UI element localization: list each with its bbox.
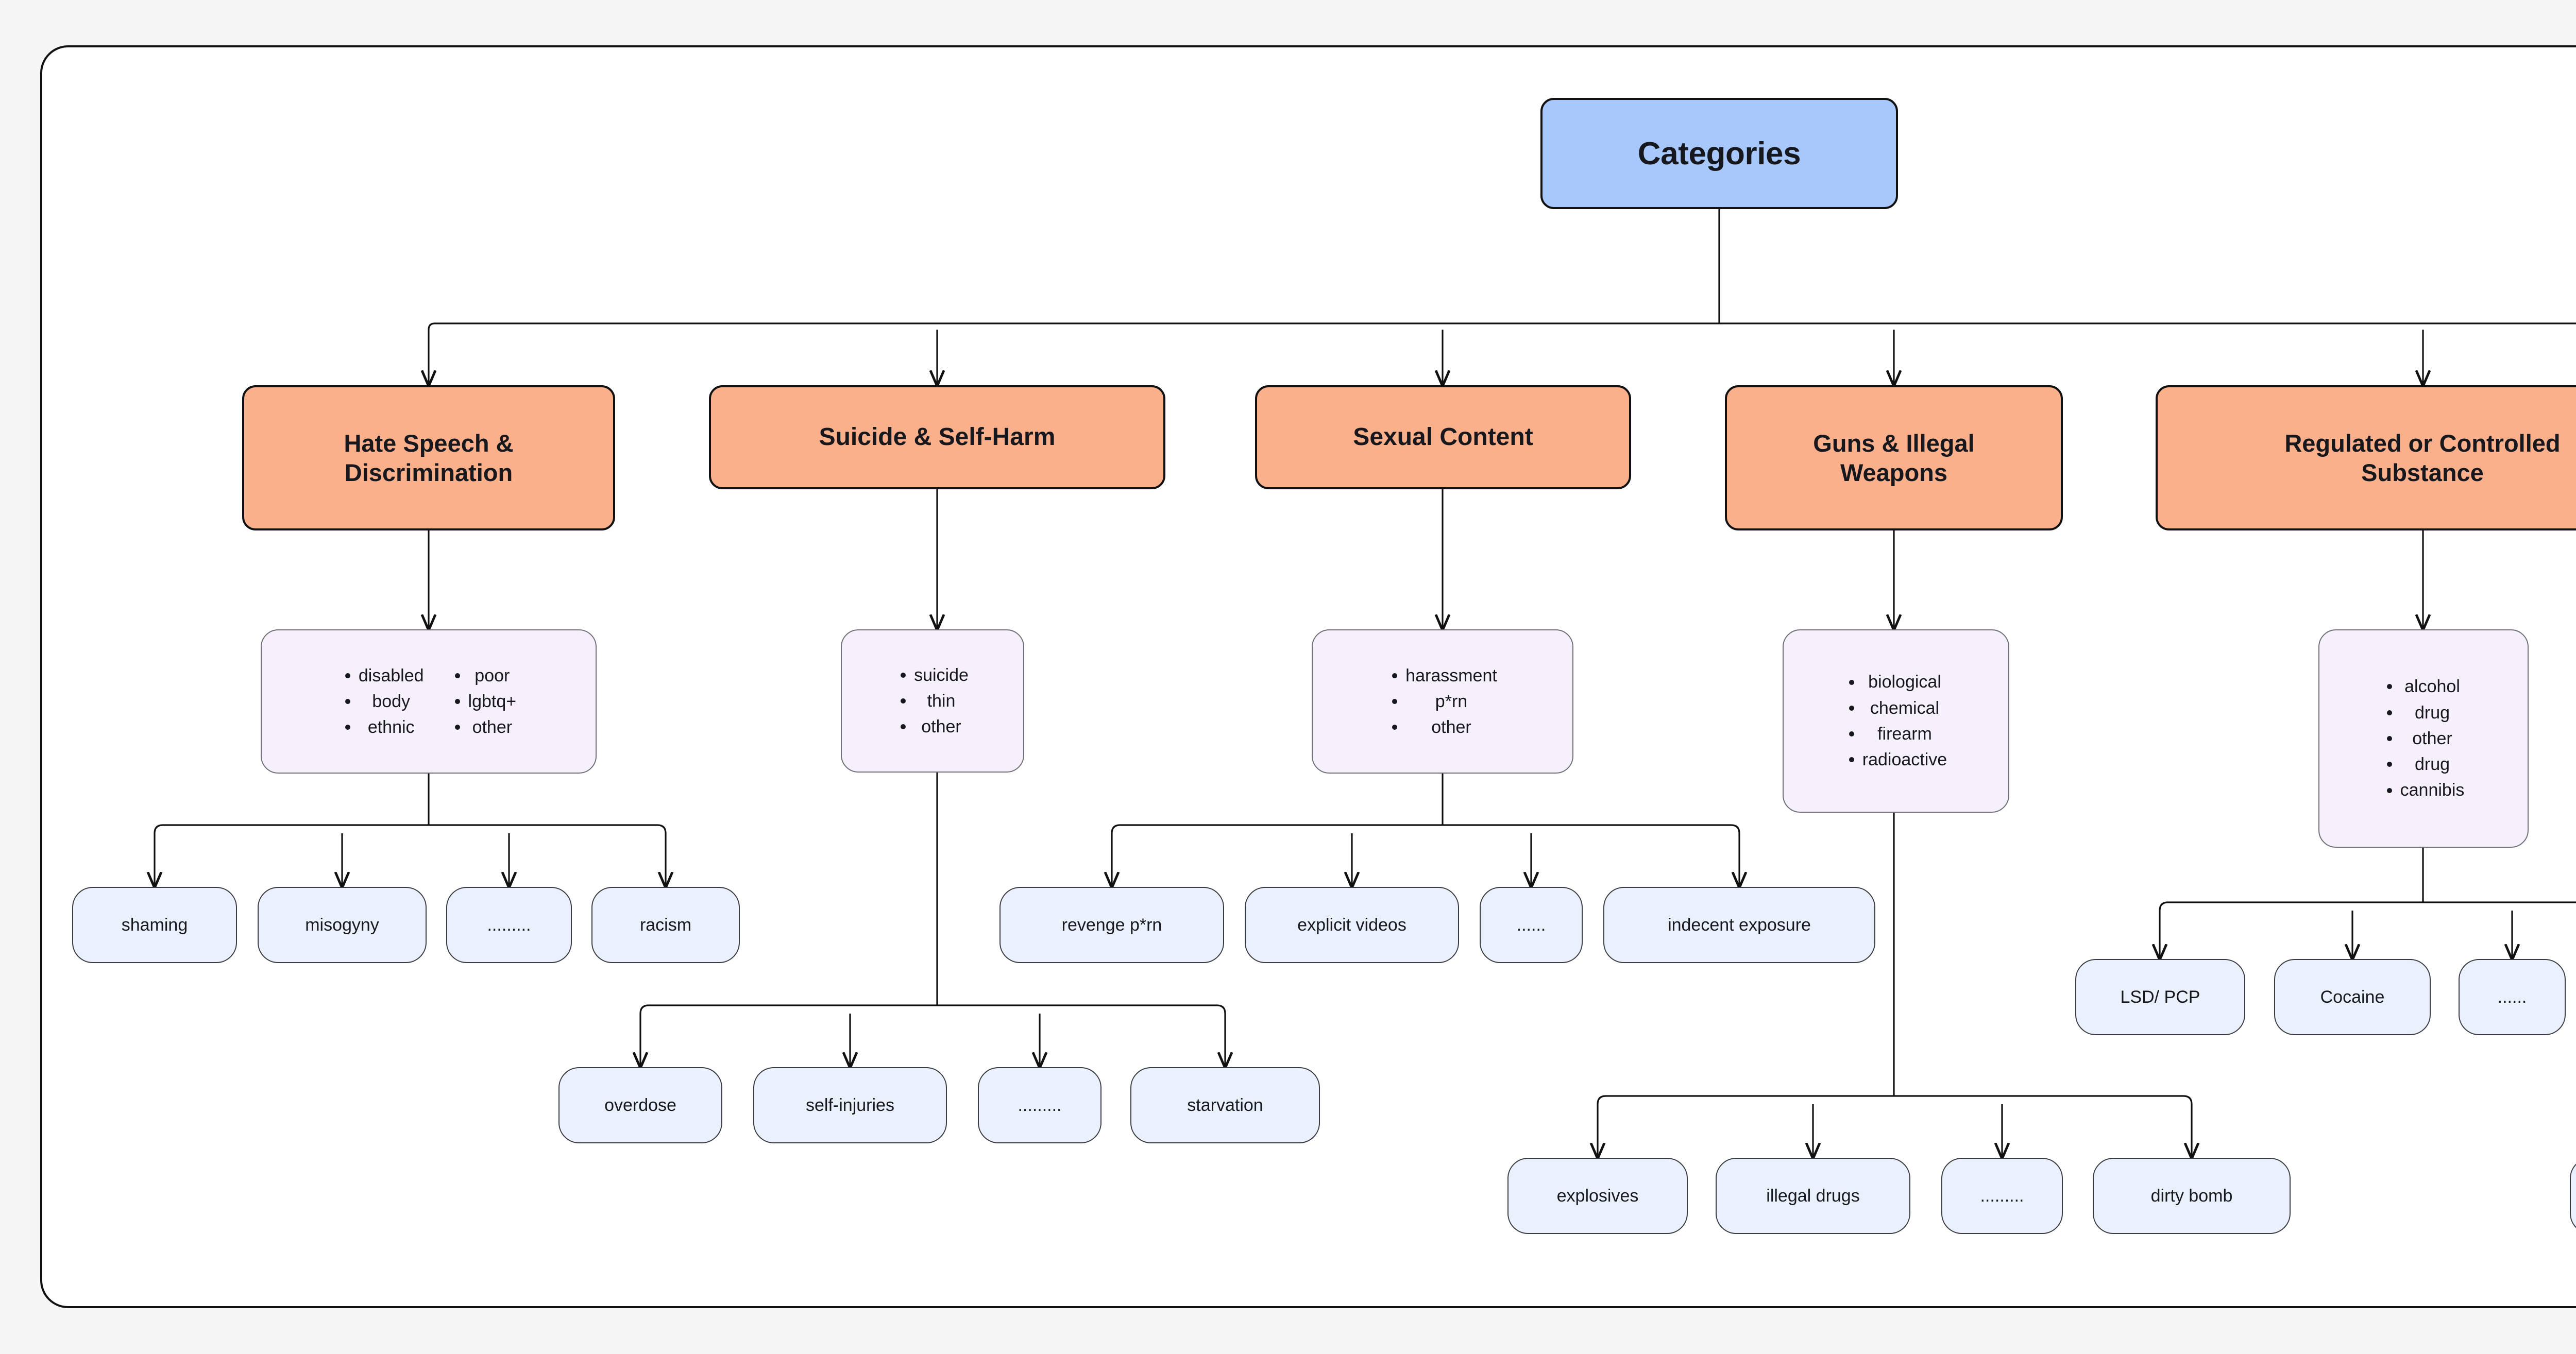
category-label: Suicide & Self-Harm (819, 423, 1056, 451)
root-node-categories[interactable]: Categories (1540, 98, 1898, 209)
leaf-node[interactable]: explosives (1507, 1158, 1688, 1234)
leaf-node[interactable]: ......... (446, 887, 572, 963)
bullet-item: alcohol (2383, 674, 2465, 699)
leaf-node[interactable]: misogyny (258, 887, 427, 963)
leaf-node[interactable]: ......... (978, 1067, 1101, 1143)
bullet-item: other (1388, 714, 1497, 740)
bullet-column: poor lgbtq+ other (451, 663, 517, 741)
leaf-node[interactable]: ...... (1480, 887, 1583, 963)
category-label: Guns & Illegal Weapons (1813, 429, 1975, 486)
bullet-item: cannibis (2383, 777, 2465, 803)
bullet-item: harassment (1388, 663, 1497, 689)
category-node-sexual-content[interactable]: Sexual Content (1255, 385, 1631, 489)
leaf-node[interactable]: indecent exposure (1603, 887, 1875, 963)
leaf-node[interactable]: ......... (1941, 1158, 2063, 1234)
bullet-item: radioactive (1845, 747, 1947, 773)
bullet-item: thin (896, 688, 969, 714)
leaf-node[interactable]: LSD/ PCP (2075, 959, 2245, 1035)
bullet-item: firearm (1845, 721, 1947, 747)
leaf-node[interactable]: dirty bomb (2093, 1158, 2291, 1234)
leaf-node[interactable]: explicit videos (1245, 887, 1459, 963)
bullet-box-sexual-content: harassment p*rn other (1312, 629, 1573, 774)
bullet-item: biological (1845, 669, 1947, 695)
bullet-item: suicide (896, 662, 969, 688)
leaf-node[interactable]: overdose (558, 1067, 722, 1143)
bullet-item: body (341, 689, 424, 714)
category-label: Regulated or Controlled Substance (2284, 429, 2561, 486)
category-node-guns-illegal-weapons[interactable]: Guns & Illegal Weapons (1725, 385, 2063, 530)
bullet-box-guns-illegal-weapons: biological chemical firearm radioactive (1783, 629, 2009, 813)
bullet-box-hate-speech: disabled body ethnic poor lgbtq+ other (261, 629, 597, 774)
bullet-item: other (451, 714, 517, 740)
bullet-item: other (896, 714, 969, 740)
bullet-item: drug (2383, 751, 2465, 777)
bullet-column: suicide thin other (896, 662, 969, 740)
bullet-item: poor (451, 663, 517, 689)
bullet-item: drug (2383, 700, 2465, 726)
bullet-item: lgbtq+ (451, 689, 517, 714)
leaf-node[interactable]: starvation (1130, 1067, 1320, 1143)
bullet-item: chemical (1845, 695, 1947, 721)
category-node-suicide-self-harm[interactable]: Suicide & Self-Harm (709, 385, 1165, 489)
leaf-node[interactable]: illegal drugs (1716, 1158, 1910, 1234)
leaf-node[interactable]: self-injuries (753, 1067, 947, 1143)
bullet-box-regulated-substance: alcohol drug other drug cannibis (2318, 629, 2529, 848)
bullet-column: harassment p*rn other (1388, 663, 1497, 741)
bullet-column: biological chemical firearm radioactive (1845, 669, 1947, 773)
bullet-column: alcohol drug other drug cannibis (2383, 674, 2465, 803)
bullet-box-suicide-self-harm: suicide thin other (841, 629, 1024, 773)
leaf-node[interactable]: racism (591, 887, 740, 963)
bullet-item: p*rn (1388, 689, 1497, 714)
bullet-item: other (2383, 726, 2465, 751)
category-label: Sexual Content (1353, 423, 1533, 451)
leaf-node[interactable]: shaming (72, 887, 237, 963)
category-node-regulated-substance[interactable]: Regulated or Controlled Substance (2156, 385, 2576, 530)
bullet-item: disabled (341, 663, 424, 689)
bullet-column: disabled body ethnic (341, 663, 424, 741)
leaf-node[interactable]: ...... (2459, 959, 2566, 1035)
leaf-node[interactable]: revenge p*rn (999, 887, 1224, 963)
category-node-hate-speech[interactable]: Hate Speech & Discrimination (242, 385, 615, 530)
category-label: Hate Speech & Discrimination (344, 429, 514, 486)
leaf-node[interactable]: Cocaine (2274, 959, 2431, 1035)
bullet-item: ethnic (341, 714, 424, 740)
